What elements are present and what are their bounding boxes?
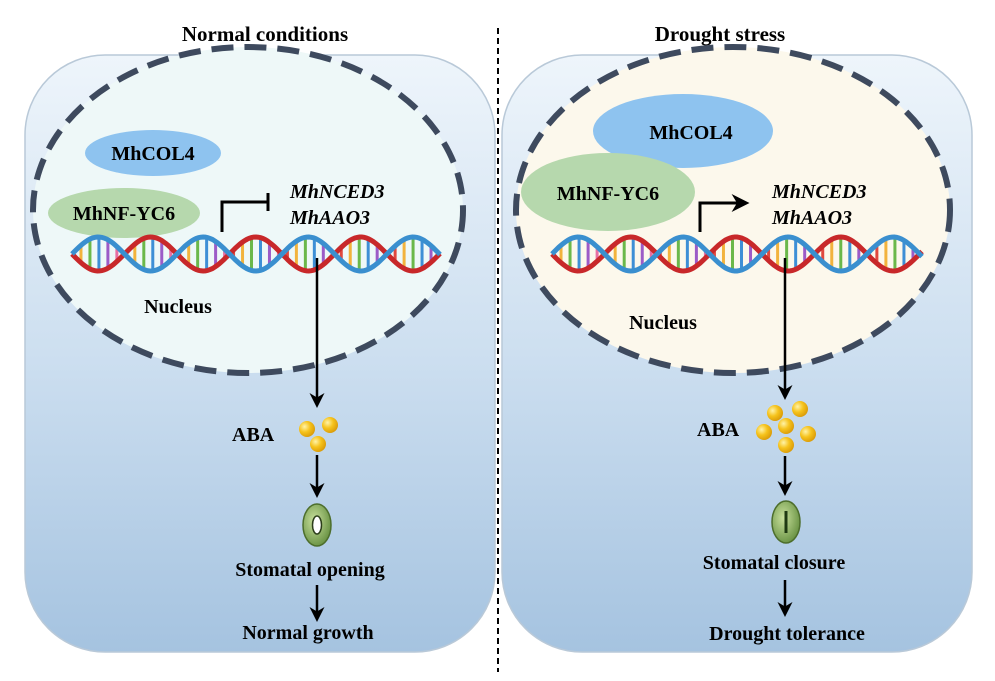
left-gene-mhaao3: MhAAO3	[289, 207, 370, 229]
aba-molecule	[778, 437, 794, 453]
left-protein-mhnfyc6	[48, 188, 200, 238]
right-gene-mhnced3: MhNCED3	[771, 181, 866, 203]
right-gene-mhaao3: MhAAO3	[771, 207, 852, 229]
left-stoma-open-icon	[302, 503, 332, 547]
right-protein-mhnfyc6-label: MhNF-YC6	[557, 183, 659, 205]
left-protein-mhnfyc6-label: MhNF-YC6	[73, 203, 175, 225]
left-outcome-label: Normal growth	[242, 622, 373, 644]
left-panel-title: Normal conditions	[182, 22, 348, 46]
left-stomata-label: Stomatal opening	[235, 559, 384, 581]
left-gene-mhnced3: MhNCED3	[289, 181, 384, 203]
aba-molecule	[767, 405, 783, 421]
right-stomata-label: Stomatal closure	[703, 552, 846, 574]
aba-molecule	[792, 401, 808, 417]
dna-strand-red	[550, 234, 924, 274]
right-stoma-closed-icon	[771, 500, 801, 544]
right-nucleus-label: Nucleus	[629, 312, 697, 334]
right-protein-mhnfyc6	[521, 153, 695, 231]
left-protein-mhcol4-label: MhCOL4	[111, 143, 194, 165]
right-protein-mhcol4-label: MhCOL4	[649, 122, 732, 144]
right-aba-label: ABA	[697, 419, 740, 441]
dna-strand-blue	[70, 234, 442, 274]
right-protein-mhcol4	[593, 94, 773, 168]
left-repression-symbol	[220, 193, 270, 232]
aba-molecule	[800, 426, 816, 442]
aba-molecule	[756, 424, 772, 440]
left-aba-molecules	[299, 417, 338, 452]
aba-molecule	[778, 418, 794, 434]
right-activation-arrow	[698, 194, 750, 232]
left-nucleus	[30, 44, 466, 376]
right-aba-molecules	[756, 401, 816, 453]
dna-strand-red	[70, 234, 442, 274]
aba-molecule	[310, 436, 326, 452]
left-dna-helix	[70, 234, 442, 274]
right-panel-title: Drought stress	[655, 22, 785, 46]
left-aba-label: ABA	[232, 424, 275, 446]
left-nucleus-label: Nucleus	[144, 296, 212, 318]
dna-strand-blue	[550, 234, 924, 274]
left-protein-mhcol4	[85, 130, 221, 176]
aba-molecule	[322, 417, 338, 433]
right-outcome-label: Drought tolerance	[709, 623, 865, 645]
aba-molecule	[299, 421, 315, 437]
right-dna-helix	[550, 234, 924, 274]
